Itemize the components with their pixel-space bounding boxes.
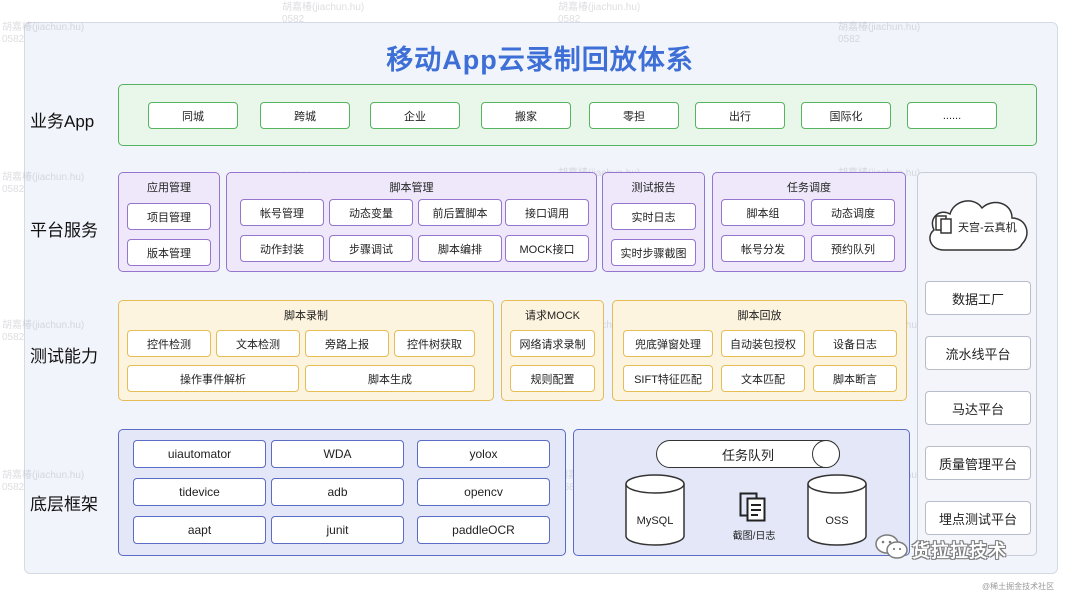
framework-item: tidevice [133, 478, 266, 506]
request-mock-item: 网络请求录制 [510, 330, 595, 357]
framework-item: paddleOCR [417, 516, 550, 544]
framework-item: WDA [271, 440, 404, 468]
script-replay-item: SIFT特征匹配 [623, 365, 713, 392]
request-mock-item: 规则配置 [510, 365, 595, 392]
task-sched-item: 动态调度 [811, 199, 895, 226]
side-platform-item: 马达平台 [925, 391, 1031, 425]
mysql-label: MySQL [636, 515, 674, 527]
script-record-item: 脚本生成 [305, 365, 475, 392]
business-app-group [118, 84, 1037, 146]
script-record-item: 控件检测 [127, 330, 211, 357]
script-mgmt-item: 前后置脚本 [418, 199, 502, 226]
app-mgmt-item: 项目管理 [127, 203, 211, 230]
script-replay-item: 设备日志 [813, 330, 897, 357]
script-record-item: 文本检测 [216, 330, 300, 357]
group-title: 测试报告 [631, 182, 676, 194]
test-report-item: 实时步骤截图 [611, 239, 696, 266]
oss-label: OSS [825, 515, 849, 527]
credit-text: @稀土掘金技术社区 [982, 582, 1055, 591]
script-replay-item: 兜底弹窗处理 [623, 330, 713, 357]
framework-item: yolox [417, 440, 550, 468]
row-label-business: 业务App [30, 112, 95, 131]
task-sched-item: 预约队列 [811, 235, 895, 262]
script-mgmt-item: 步骤调试 [329, 235, 413, 262]
row-label-platform: 平台服务 [30, 221, 98, 240]
script-mgmt-item: 动作封装 [240, 235, 324, 262]
watermark: 胡嘉椿(jiachun.hu)0582 [838, 22, 921, 45]
script-mgmt-item: 脚本编排 [418, 235, 502, 262]
script-mgmt-item: MOCK接口 [505, 235, 589, 262]
framework-item: aapt [133, 516, 266, 544]
side-platform-item: 数据工厂 [925, 281, 1031, 315]
business-app-item: 同城 [148, 102, 238, 129]
script-record-item: 旁路上报 [305, 330, 389, 357]
framework-item: uiautomator [133, 440, 266, 468]
group-title: 脚本管理 [389, 182, 434, 194]
task-queue-label: 任务队列 [721, 447, 774, 463]
framework-item: adb [271, 478, 404, 506]
group-title: 脚本回放 [737, 310, 782, 322]
watermark: 胡嘉椿(jiachun.hu)0582 [558, 2, 641, 25]
mysql-cylinder-icon [625, 474, 685, 546]
test-report-item: 实时日志 [611, 203, 696, 230]
task-queue: 任务队列 [656, 440, 840, 468]
script-record-item: 操作事件解析 [127, 365, 299, 392]
row-label-testing: 测试能力 [30, 347, 98, 366]
script-record-item: 控件树获取 [394, 330, 475, 357]
queue-cap [812, 440, 840, 468]
business-app-item: 零担 [589, 102, 679, 129]
script-replay-item: 自动装包授权 [721, 330, 805, 357]
script-mgmt-item: 动态变量 [329, 199, 413, 226]
side-platform-item: 质量管理平台 [925, 446, 1031, 480]
task-sched-item: 帐号分发 [721, 235, 805, 262]
business-app-item: ...... [907, 102, 997, 129]
business-app-item: 国际化 [801, 102, 891, 129]
business-app-item: 企业 [370, 102, 460, 129]
script-replay-item: 脚本断言 [813, 365, 897, 392]
watermark: 胡嘉椿(jiachun.hu)0582 [2, 22, 85, 45]
group-title: 任务调度 [787, 182, 831, 194]
framework-item: junit [271, 516, 404, 544]
watermark: 胡嘉椿(jiachun.hu)0582 [2, 470, 85, 493]
framework-item: opencv [417, 478, 550, 506]
document-icon [739, 492, 766, 522]
screenshot-log-label: 截图/日志 [732, 531, 776, 542]
watermark: 胡嘉椿(jiachun.hu)0582 [2, 320, 85, 343]
script-replay-item: 文本匹配 [721, 365, 805, 392]
watermark: 胡嘉椿(jiachun.hu)0582 [2, 172, 85, 195]
side-platform-item: 埋点测试平台 [925, 501, 1031, 535]
page-title: 移动App云录制回放体系 [386, 45, 694, 75]
side-platform-item: 流水线平台 [925, 336, 1031, 370]
business-app-item: 跨城 [260, 102, 350, 129]
task-sched-item: 脚本组 [721, 199, 805, 226]
cloud-device-label: 天宫-云真机 [958, 222, 1017, 234]
script-mgmt-item: 接口调用 [505, 199, 589, 226]
brand-name: 货拉拉技术 [912, 541, 1007, 561]
group-title: 请求MOCK [525, 310, 580, 322]
business-app-item: 出行 [695, 102, 785, 129]
app-mgmt-item: 版本管理 [127, 239, 211, 266]
business-app-item: 搬家 [481, 102, 571, 129]
oss-cylinder-icon [807, 474, 867, 546]
group-title: 应用管理 [147, 182, 191, 194]
watermark: 胡嘉椿(jiachun.hu)0582 [282, 2, 365, 25]
row-label-base: 底层框架 [30, 495, 98, 514]
cloud-icon [929, 200, 1028, 251]
group-title: 脚本录制 [284, 310, 328, 322]
wechat-logo-icon [875, 534, 908, 559]
script-mgmt-item: 帐号管理 [240, 199, 324, 226]
